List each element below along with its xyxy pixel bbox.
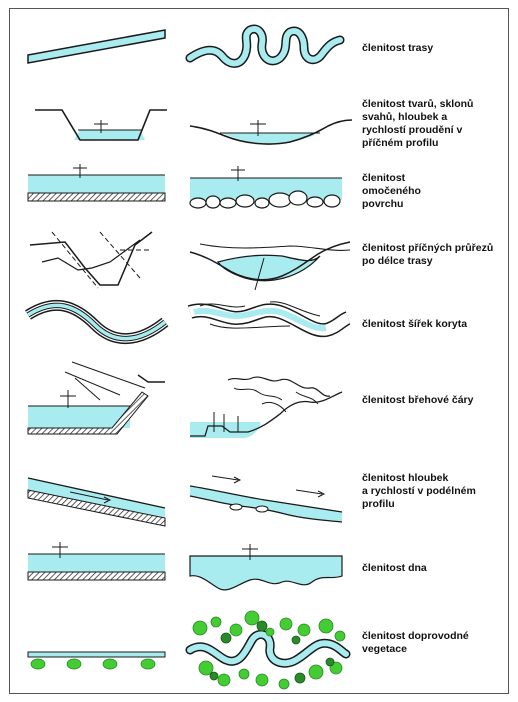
row-sirky-irregular: [190, 302, 348, 330]
row-sirky-regular: [28, 305, 165, 338]
label-dno: členitost dna: [362, 562, 512, 575]
row-hloubky-irregular: [190, 476, 342, 522]
label-omoceni: členitost omočeného povrchu: [362, 172, 512, 211]
row-dno-irregular: [190, 544, 342, 590]
label-profil: členitost tvarů, sklonů svahů, hloubek a…: [362, 98, 512, 150]
label-vegetace: členitost doprovodné vegetace: [362, 630, 512, 656]
row-vegetace-dense: [190, 611, 346, 689]
row-brehy-regular: [28, 362, 165, 434]
label-brehy: členitost břehové čáry: [362, 394, 512, 407]
row-omoceni-smooth: [28, 164, 165, 201]
row-dno-flat: [28, 542, 165, 580]
row-profil-trapezoid: [35, 110, 167, 140]
row-brehy-irregular: [190, 377, 342, 438]
row-hloubky-regular: [28, 478, 165, 526]
row-prurezy-irregular: [190, 242, 350, 290]
row-profil-natural: [190, 120, 352, 144]
row-prurezy-regular: [30, 232, 152, 288]
row-omoceni-stones: [190, 166, 342, 208]
row-vegetace-sparse: [28, 652, 165, 669]
label-sirky: členitost šířek koryta: [362, 318, 512, 331]
row-trasy-straight: [28, 30, 165, 63]
label-prurezy: členitost příčných průřezů po délce tras…: [362, 242, 512, 268]
label-trasy: členitost trasy: [362, 42, 512, 55]
row-trasy-meander: [190, 29, 340, 63]
label-hloubky: členitost hloubek a rychlostí v podélném…: [362, 472, 512, 511]
